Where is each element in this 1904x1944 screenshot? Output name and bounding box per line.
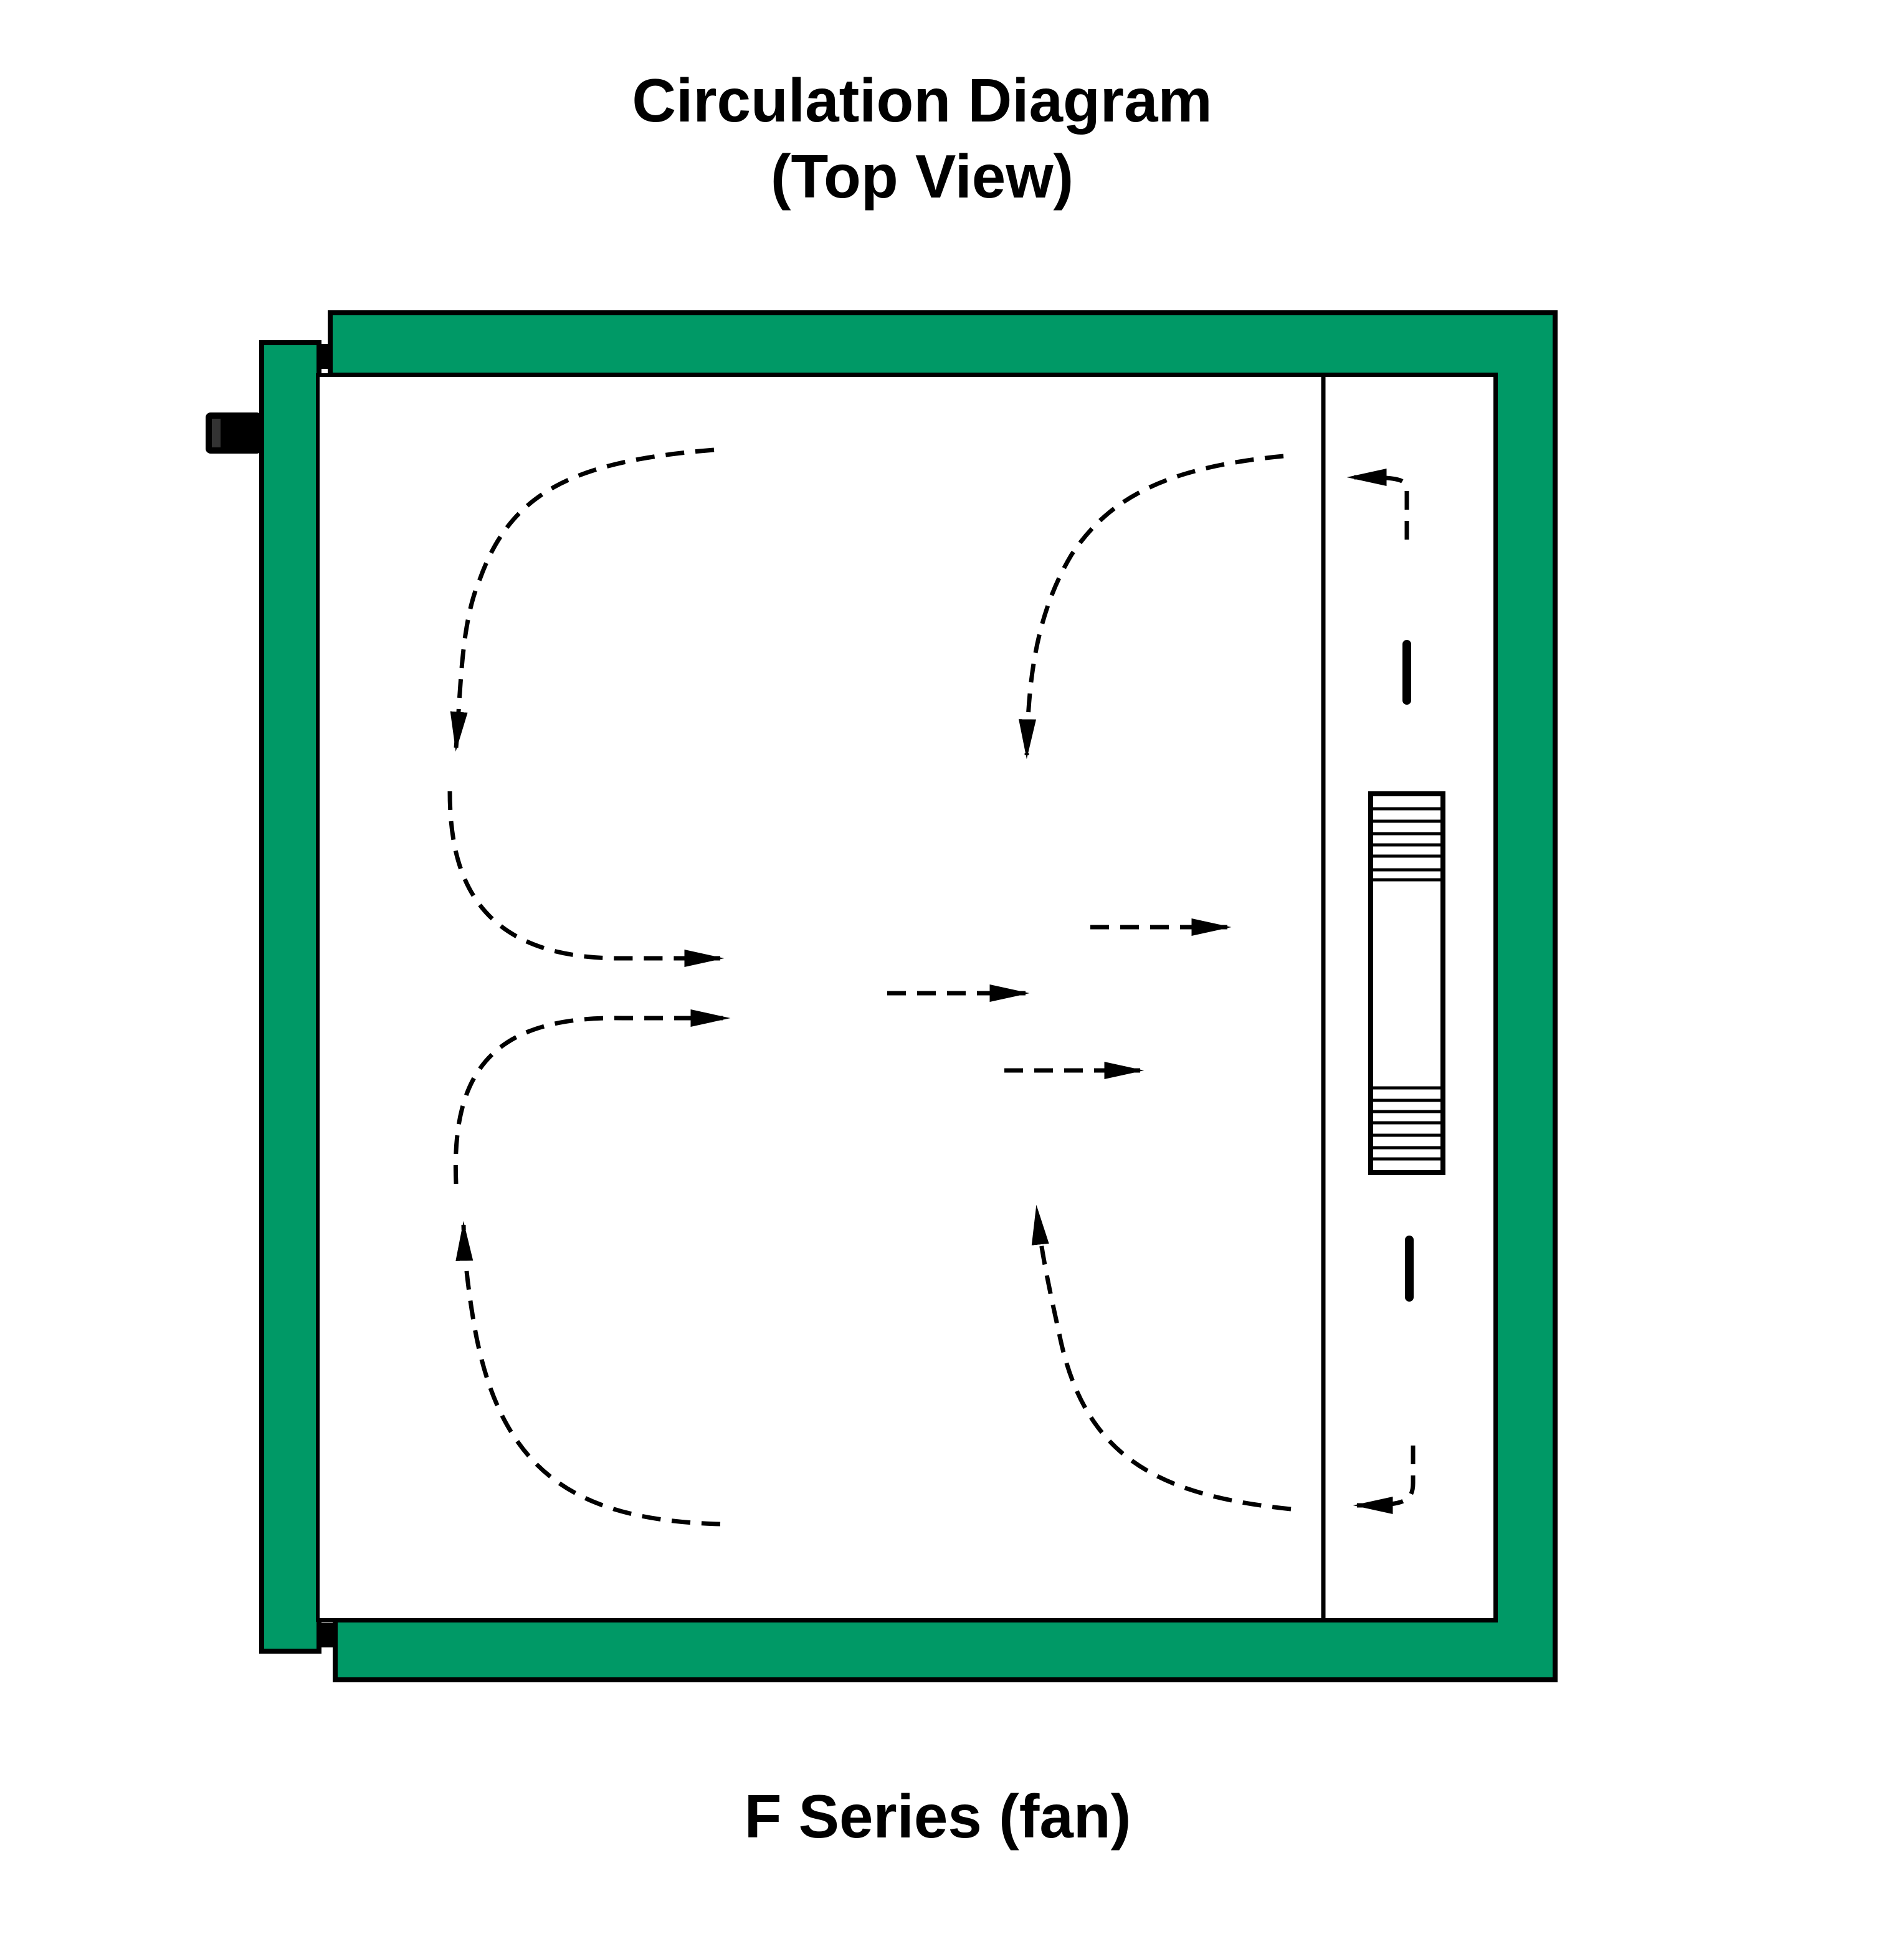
diagram-caption: F Series (fan): [744, 1782, 1131, 1851]
diagram-title: Circulation Diagram (Top View): [0, 62, 1844, 214]
airflow-plenum-bottom: [1353, 1446, 1416, 1514]
door-handle-icon: [206, 412, 262, 454]
airflow-left-return-upper: [447, 791, 725, 967]
airflow-upper-left-curve: [450, 447, 715, 752]
airflow-arrows: [447, 447, 1416, 1527]
airflow-lower-right-curve: [1031, 1204, 1292, 1512]
airflow-upper-right-curve: [1019, 454, 1284, 760]
plenum-flow-dashes: [1402, 640, 1414, 1302]
door-panel: [259, 340, 321, 1654]
hinge-bottom: [317, 1622, 333, 1647]
hinge-top: [317, 344, 333, 369]
airflow-plenum-top: [1346, 469, 1409, 540]
airflow-left-return-lower: [453, 1009, 731, 1184]
title-line-1: Circulation Diagram: [632, 66, 1212, 135]
fan-icon: [1368, 791, 1445, 1175]
interior-chamber: [316, 373, 1497, 1622]
title-line-2: (Top View): [770, 142, 1074, 211]
door-hinges: [317, 344, 333, 1647]
airflow-lower-left-curve: [455, 1221, 721, 1527]
